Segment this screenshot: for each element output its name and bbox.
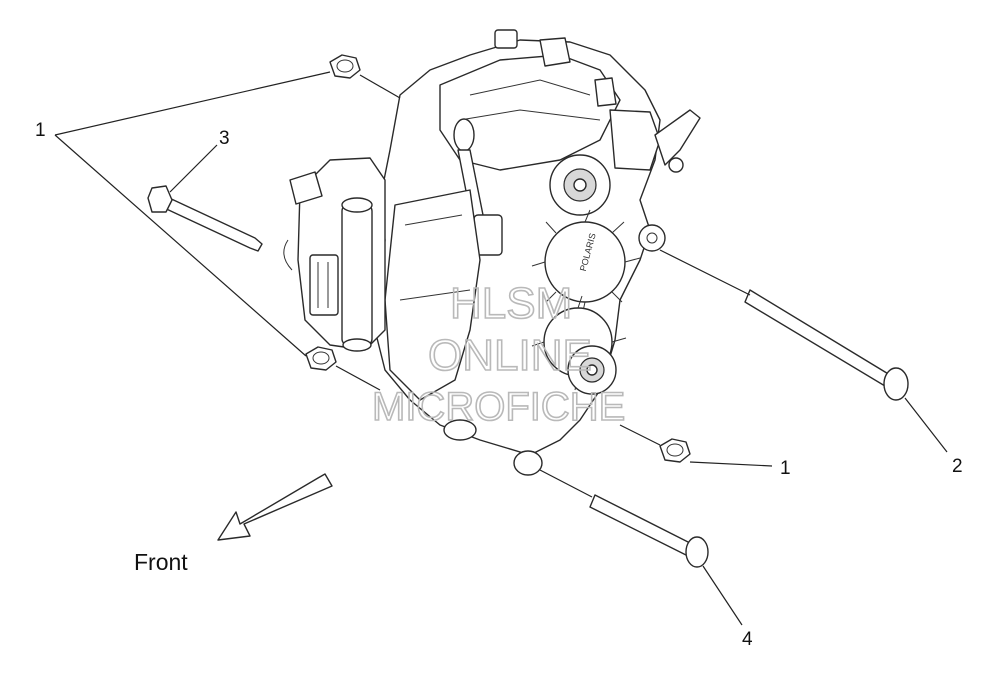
watermark: HLSM ONLINE MICROFICHE [371, 278, 626, 430]
alignment-lines [335, 74, 751, 498]
callout-leaders [54, 71, 948, 626]
watermark-line-2: ONLINE [428, 331, 592, 380]
watermark-line-3: MICROFICHE [372, 385, 625, 429]
nut-lower-left [305, 346, 337, 371]
nut-top [329, 54, 361, 79]
cooling-fan-upper: POLARIS [531, 209, 641, 317]
bolt-4 [589, 494, 709, 568]
callout-1-right: 1 [780, 458, 791, 479]
front-arrow-icon [217, 473, 333, 541]
callout-2: 2 [952, 456, 963, 477]
bolt-3 [147, 185, 263, 252]
watermark-line-1: HLSM [450, 279, 572, 328]
callout-4: 4 [742, 629, 753, 650]
front-label: Front [134, 549, 188, 575]
transmission-housing: POLARIS [283, 29, 701, 476]
bolt-2 [744, 289, 909, 401]
shift-actuator [283, 157, 386, 352]
callout-3: 3 [219, 128, 230, 149]
nut-lower-right [659, 438, 691, 463]
callout-1-top-left: 1 [35, 120, 46, 141]
